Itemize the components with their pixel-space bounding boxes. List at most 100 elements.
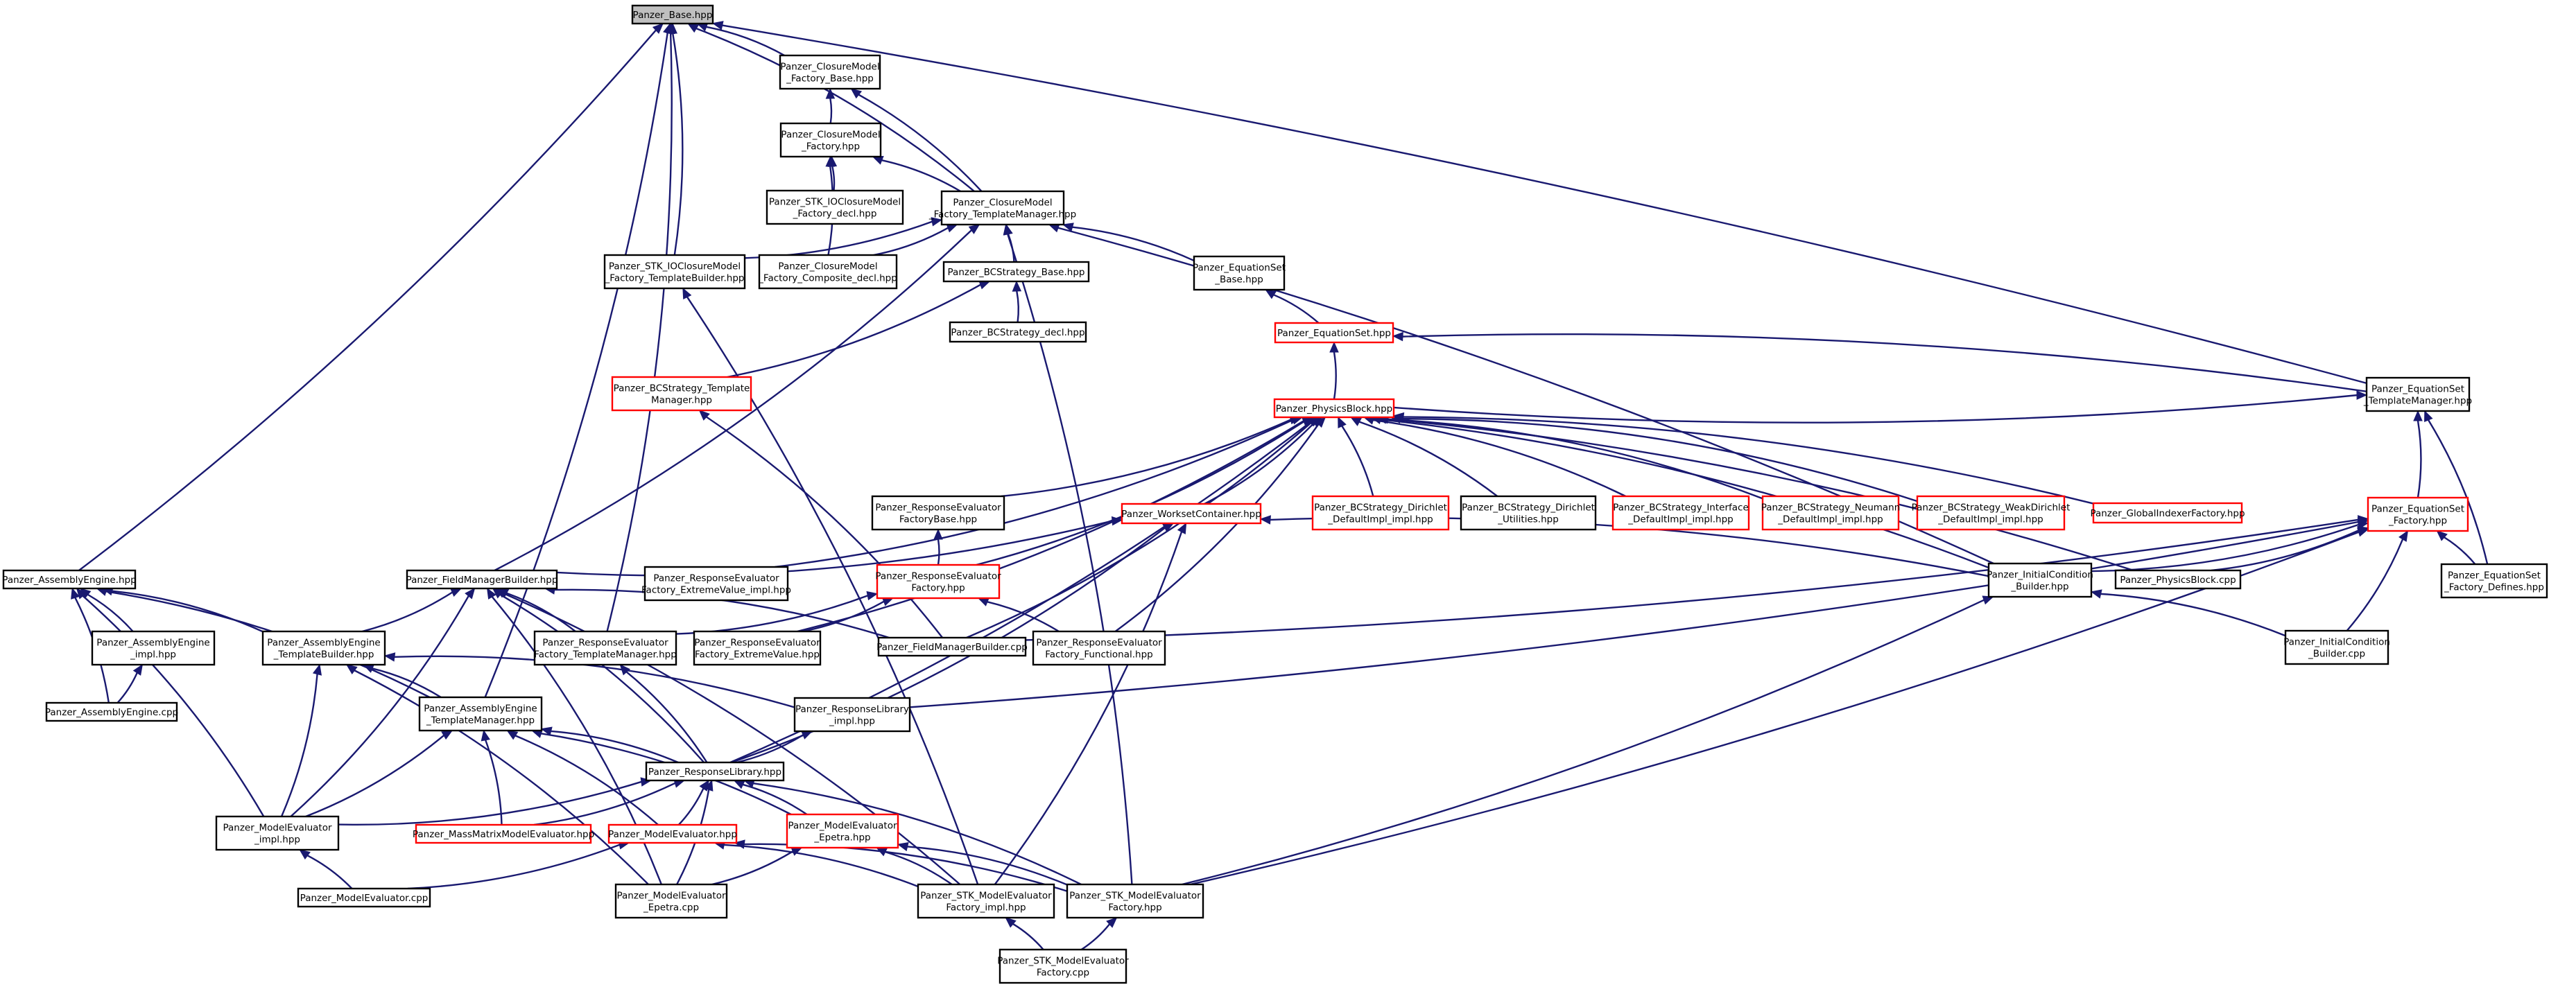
graph-node[interactable]: Panzer_FieldManagerBuilder.hpp: [406, 569, 558, 590]
graph-node[interactable]: Panzer_ResponseLibrary.hpp: [645, 761, 785, 782]
graph-node[interactable]: Panzer_PhysicsBlock.hpp: [1273, 398, 1395, 419]
graph-node[interactable]: Panzer_ModelEvaluator_impl.hpp: [215, 815, 340, 851]
edge-arrowhead: [666, 22, 675, 35]
dependency-edge: [802, 600, 885, 633]
node-label: Panzer_ModelEvaluator: [223, 823, 332, 834]
graph-node[interactable]: Panzer_STK_ModelEvaluatorFactory_impl.hp…: [917, 883, 1055, 919]
edge-arrowhead: [2356, 390, 2368, 400]
graph-node[interactable]: Panzer_AssemblyEngine_impl.hpp: [91, 630, 216, 666]
graph-node[interactable]: Panzer_ModelEvaluator_Epetra.cpp: [614, 883, 728, 919]
graph-node[interactable]: Panzer_MassMatrixModelEvaluator.hpp: [413, 823, 594, 844]
graph-node[interactable]: Panzer_ClosureModel_Factory.hpp: [779, 122, 882, 158]
dependency-edge: [677, 788, 704, 826]
node-label: Panzer_STK_IOClosureModel: [769, 197, 901, 208]
graph-node[interactable]: Panzer_ResponseLibrary_impl.hpp: [793, 697, 911, 733]
node-label: Panzer_FieldManagerBuilder.cpp: [876, 642, 1028, 653]
edge-arrowhead: [383, 652, 396, 662]
node-label: Factory_ExtremeValue_impl.hpp: [641, 585, 791, 596]
graph-node[interactable]: Panzer_PhysicsBlock.cpp: [2114, 569, 2242, 590]
node-box: [876, 564, 1001, 600]
edge-arrowhead: [1106, 917, 1118, 928]
graph-node[interactable]: Panzer_ResponseEvaluatorFactory_ExtremeV…: [693, 630, 822, 666]
edge-arrowhead: [1177, 522, 1187, 534]
graph-node[interactable]: Panzer_ModelEvaluator.cpp: [297, 887, 431, 908]
dependency-edge: [2444, 536, 2476, 565]
graph-node[interactable]: Panzer_BCStrategy_Interface_DefaultImpl_…: [1611, 495, 1750, 531]
graph-node[interactable]: Panzer_STK_IOClosureModel_Factory_decl.h…: [766, 189, 904, 225]
graph-node[interactable]: Panzer_ModelEvaluator.hpp: [607, 823, 738, 844]
edge-arrowhead: [1005, 917, 1017, 928]
edge-arrowhead: [1338, 416, 1347, 428]
graph-node[interactable]: Panzer_ResponseEvaluatorFactory_ExtremeV…: [641, 566, 791, 602]
graph-node[interactable]: Panzer_EquationSet_TemplateManager.hpp: [2363, 376, 2472, 412]
graph-node[interactable]: Panzer_BCStrategy_Neumann_DefaultImpl_im…: [1761, 495, 1901, 531]
node-box: [1121, 503, 1262, 525]
node-label: _Factory_Defines.hpp: [2444, 582, 2544, 593]
dependency-edge: [506, 592, 576, 632]
graph-node[interactable]: Panzer_ClosureModel_Factory_Composite_de…: [758, 254, 898, 290]
edge-arrowhead: [1329, 341, 1339, 353]
dependency-edge: [831, 166, 836, 191]
node-label: Panzer_ResponseLibrary: [795, 704, 909, 715]
graph-node[interactable]: Panzer_FieldManagerBuilder.cpp: [876, 636, 1028, 657]
dependency-edge: [338, 780, 642, 826]
dependency-edge: [306, 855, 353, 889]
graph-node[interactable]: Panzer_AssemblyEngine.hpp: [2, 569, 137, 590]
graph-node[interactable]: Panzer_STK_IOClosureModel_Factory_Templa…: [603, 254, 746, 290]
node-box: [215, 815, 340, 851]
node-box: [45, 701, 178, 722]
graph-node[interactable]: Panzer_EquationSet.hpp: [1274, 322, 1394, 344]
dependency-edge: [82, 595, 265, 817]
dependency-edge: [280, 674, 318, 817]
node-label: _TemplateManager.hpp: [2363, 396, 2472, 407]
node-box: [261, 630, 386, 666]
node-label: _TemplateManager.hpp: [426, 715, 535, 726]
graph-node[interactable]: Panzer_GlobalIndexerFactory.hpp: [2090, 502, 2245, 524]
graph-node[interactable]: Panzer_AssemblyEngine_TemplateManager.hp…: [418, 696, 543, 732]
graph-node[interactable]: Panzer_ClosureModel_Factory_Base.hpp: [779, 54, 881, 90]
graph-node[interactable]: Panzer_InitialCondition_Builder.hpp: [1987, 562, 2093, 598]
dependency-edge: [394, 655, 795, 708]
graph-node[interactable]: Panzer_ModelEvaluator_Epetra.hpp: [786, 813, 899, 849]
graph-node[interactable]: Panzer_BCStrategy_TemplateManager.hpp: [611, 376, 752, 412]
node-label: Panzer_ResponseEvaluator: [875, 503, 1001, 514]
dependency-edge: [1190, 531, 2360, 886]
graph-node[interactable]: Panzer_WorksetContainer.hpp: [1121, 503, 1262, 525]
dependency-edge: [1016, 290, 1019, 323]
dependency-edge: [881, 159, 961, 193]
graph-node[interactable]: Panzer_BCStrategy_Dirichlet_Utilities.hp…: [1460, 495, 1597, 531]
node-label: Panzer_ClosureModel: [780, 62, 879, 73]
graph-node[interactable]: Panzer_InitialCondition_Builder.cpp: [2283, 629, 2390, 665]
graph-node[interactable]: Panzer_ClosureModel_Factory_TemplateMana…: [928, 190, 1076, 226]
dependency-edge: [305, 735, 444, 818]
graph-node[interactable]: Panzer_ResponseEvaluatorFactory_Template…: [533, 630, 677, 666]
node-box: [1611, 495, 1750, 531]
edge-arrowhead: [698, 410, 710, 421]
graph-node[interactable]: Panzer_AssemblyEngine_TemplateBuilder.hp…: [261, 630, 386, 666]
graph-node[interactable]: Panzer_EquationSet_Factory_Defines.hpp: [2440, 563, 2548, 599]
node-label: Panzer_AssemblyEngine.hpp: [2, 575, 136, 586]
edge-arrowhead: [465, 588, 476, 600]
node-box: [631, 4, 714, 25]
edge-arrowhead: [540, 726, 553, 736]
edge-arrowhead: [866, 591, 879, 601]
graph-node[interactable]: Panzer_BCStrategy_decl.hpp: [949, 321, 1087, 343]
graph-node[interactable]: Panzer_BCStrategy_Base.hpp: [942, 261, 1090, 283]
node-label: Panzer_BCStrategy_Template: [614, 383, 750, 394]
edge-arrowhead: [345, 664, 358, 675]
edge-arrowhead: [872, 156, 884, 165]
node-label: _TemplateBuilder.hpp: [273, 649, 374, 661]
node-box: [758, 254, 898, 290]
graph-node[interactable]: Panzer_Base.hpp: [631, 4, 714, 25]
dependency-edge: [2100, 593, 2286, 637]
graph-node[interactable]: Panzer_BCStrategy_WeakDirichlet_DefaultI…: [1912, 495, 2071, 531]
graph-node[interactable]: Panzer_AssemblyEngine.cpp: [45, 701, 178, 722]
graph-node[interactable]: Panzer_EquationSet_Base.hpp: [1193, 255, 1286, 291]
graph-node[interactable]: Panzer_BCStrategy_Dirichlet_DefaultImpl_…: [1311, 495, 1450, 531]
graph-node[interactable]: Panzer_EquationSet_Factory.hpp: [2367, 496, 2469, 532]
graph-node[interactable]: Panzer_ResponseEvaluatorFactory_Function…: [1032, 630, 1166, 666]
